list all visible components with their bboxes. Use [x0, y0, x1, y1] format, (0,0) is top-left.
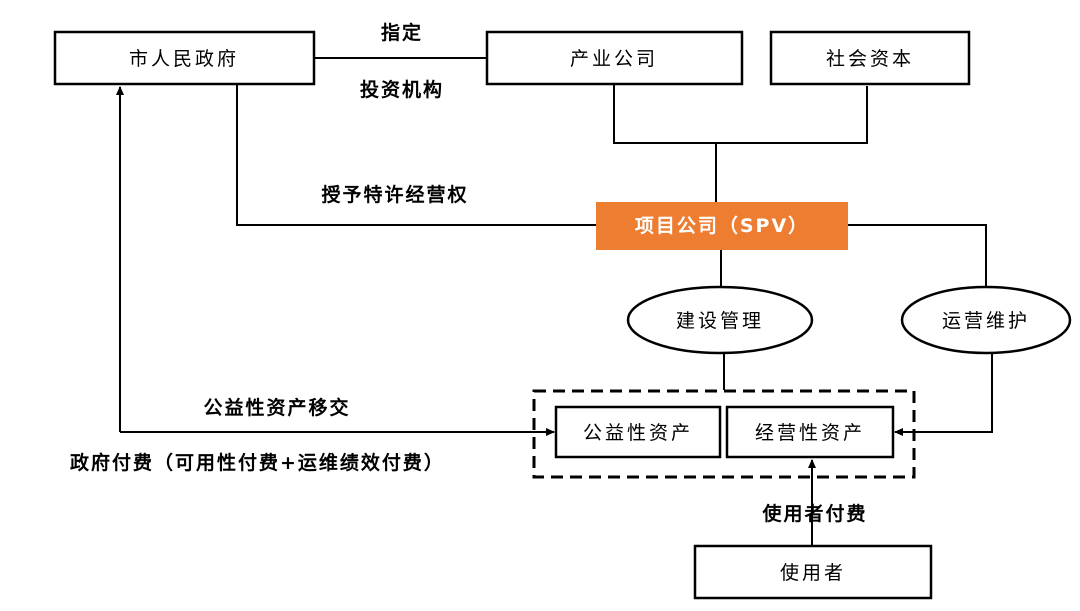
node-operating-assets: 经营性资产 [725, 405, 895, 459]
node-construction-management: 建设管理 [626, 285, 814, 355]
city-government-label: 市人民政府 [129, 48, 239, 70]
node-users: 使用者 [693, 544, 933, 600]
node-public-welfare-assets: 公益性资产 [554, 405, 722, 459]
operating-assets-label: 经营性资产 [755, 422, 865, 444]
line-spv-to-operation [848, 224, 987, 286]
node-city-government: 市人民政府 [53, 30, 316, 86]
government-payment-label: 政府付费（可用性付费+运维绩效付费） [70, 451, 445, 474]
grant-franchise-label: 授予特许经营权 [321, 183, 468, 206]
social-capital-label: 社会资本 [826, 48, 914, 70]
public-welfare-assets-label: 公益性资产 [583, 422, 693, 444]
project-company-spv-label: 项目公司（SPV） [635, 214, 809, 237]
assets-group-dashed-frame [532, 389, 916, 479]
public-asset-transfer-label: 公益性资产移交 [203, 396, 350, 419]
designate-label: 指定 [381, 21, 423, 44]
user-payment-label: 使用者付费 [761, 502, 867, 525]
node-operation-maintenance: 运营维护 [900, 285, 1072, 355]
investment-institution-label: 投资机构 [360, 78, 444, 101]
operation-maintenance-label: 运营维护 [942, 310, 1030, 332]
line-industrial-to-merge [613, 84, 868, 144]
arrow-operation-to-operating-assets [894, 352, 993, 436]
node-industrial-company: 产业公司 [485, 30, 744, 86]
industrial-company-label: 产业公司 [570, 48, 658, 70]
connector-lines [116, 57, 993, 546]
users-label: 使用者 [780, 562, 846, 584]
construction-management-label: 建设管理 [676, 310, 764, 332]
node-social-capital: 社会资本 [769, 30, 971, 86]
node-project-company-spv: 项目公司（SPV） [596, 202, 848, 250]
line-government-to-spv [236, 84, 596, 226]
